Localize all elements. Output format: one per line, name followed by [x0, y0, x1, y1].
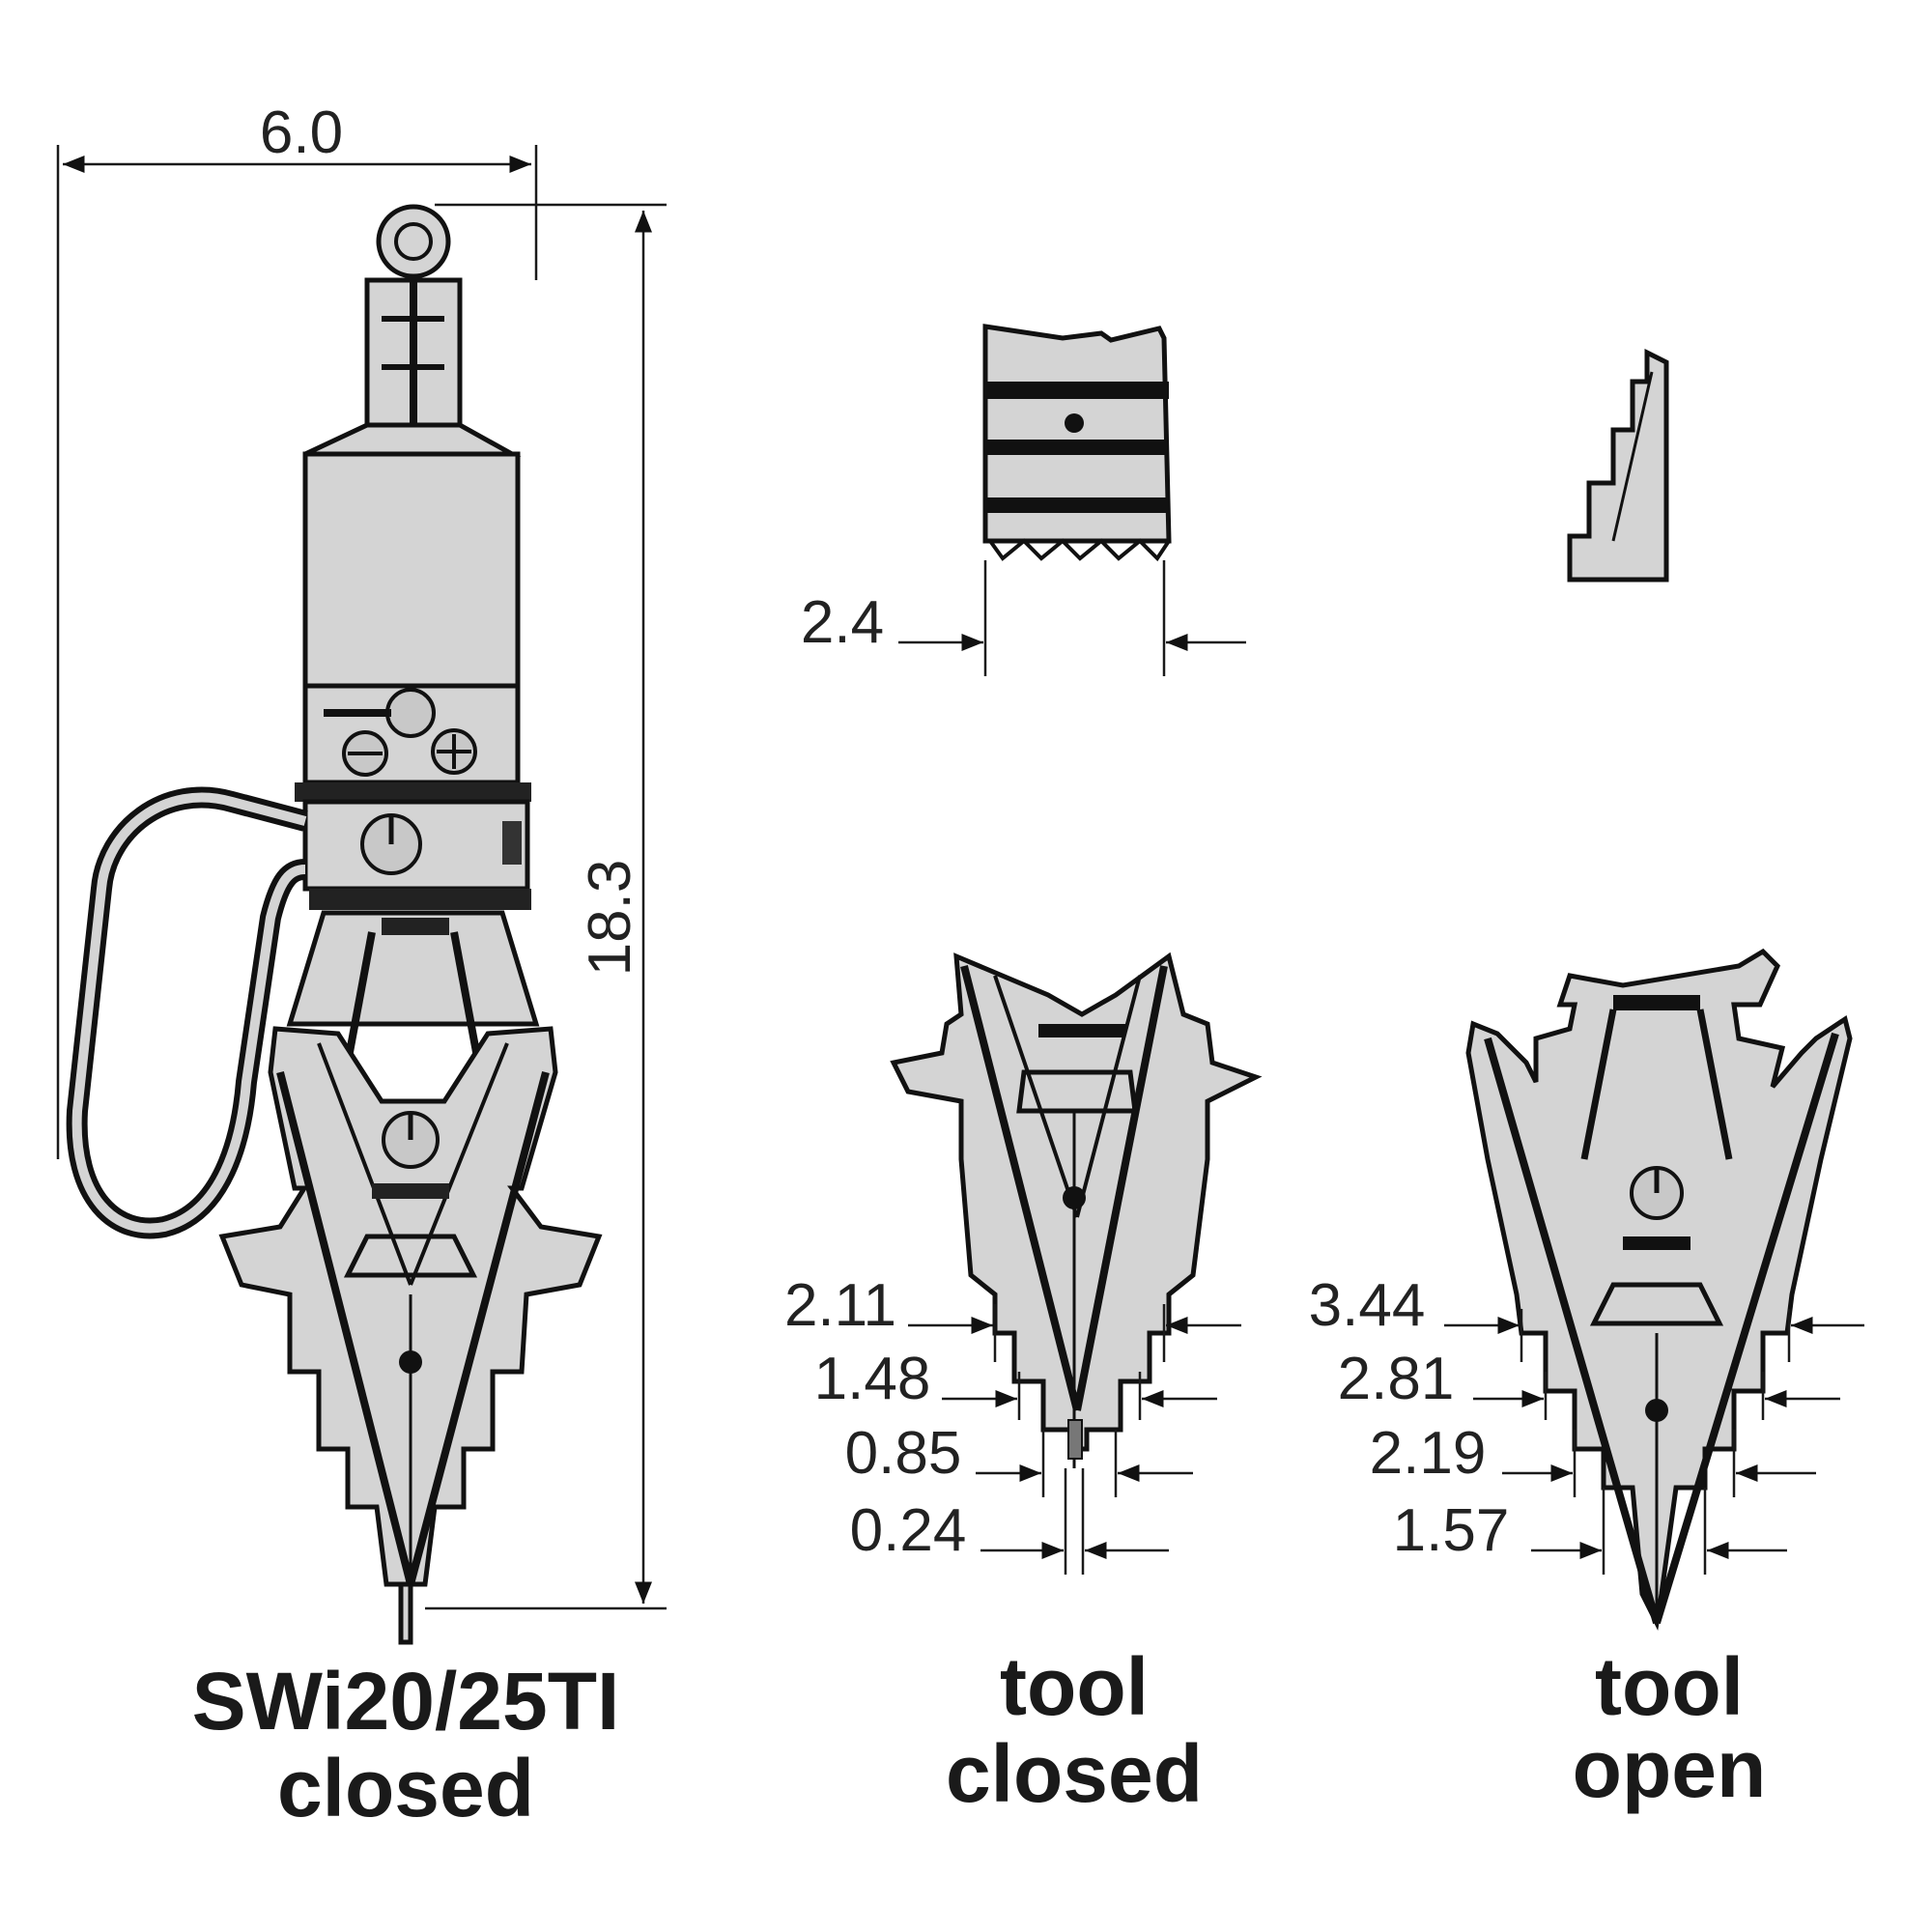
top-knob	[376, 204, 451, 279]
dim-closed-2: 1.48	[814, 1346, 931, 1412]
caption-open-line2: open	[1573, 1723, 1767, 1814]
dim-open-2: 2.81	[1338, 1346, 1455, 1412]
tool-closed-drawing	[890, 952, 1263, 1575]
caption-closed-line2: closed	[946, 1728, 1203, 1819]
jaw-block-drawing	[898, 324, 1246, 676]
dim-closed-4: 0.24	[850, 1497, 967, 1564]
main-tool-drawing	[56, 145, 667, 1645]
caption-closed-line1: tool	[1000, 1641, 1149, 1732]
dim-jaw-width: 2.4	[801, 589, 884, 656]
caption-open-line1: tool	[1595, 1641, 1744, 1732]
dim-open-4: 1.57	[1393, 1497, 1510, 1564]
dim-overall-width: 6.0	[260, 99, 343, 166]
adjust-screw	[385, 688, 436, 738]
caption-main-line2: closed	[277, 1743, 534, 1833]
dim-closed-3: 0.85	[845, 1420, 962, 1487]
dim-open-1: 3.44	[1309, 1272, 1426, 1339]
main-housing	[302, 451, 521, 689]
caption-main-line1: SWi20/25TI	[192, 1656, 620, 1747]
tool-open-drawing	[1444, 948, 1864, 1631]
stepped-profile-drawing	[1567, 348, 1669, 582]
dim-closed-1: 2.11	[784, 1272, 896, 1339]
dim-overall-height: 18.3	[577, 860, 643, 977]
dim-open-3: 2.19	[1370, 1420, 1487, 1487]
